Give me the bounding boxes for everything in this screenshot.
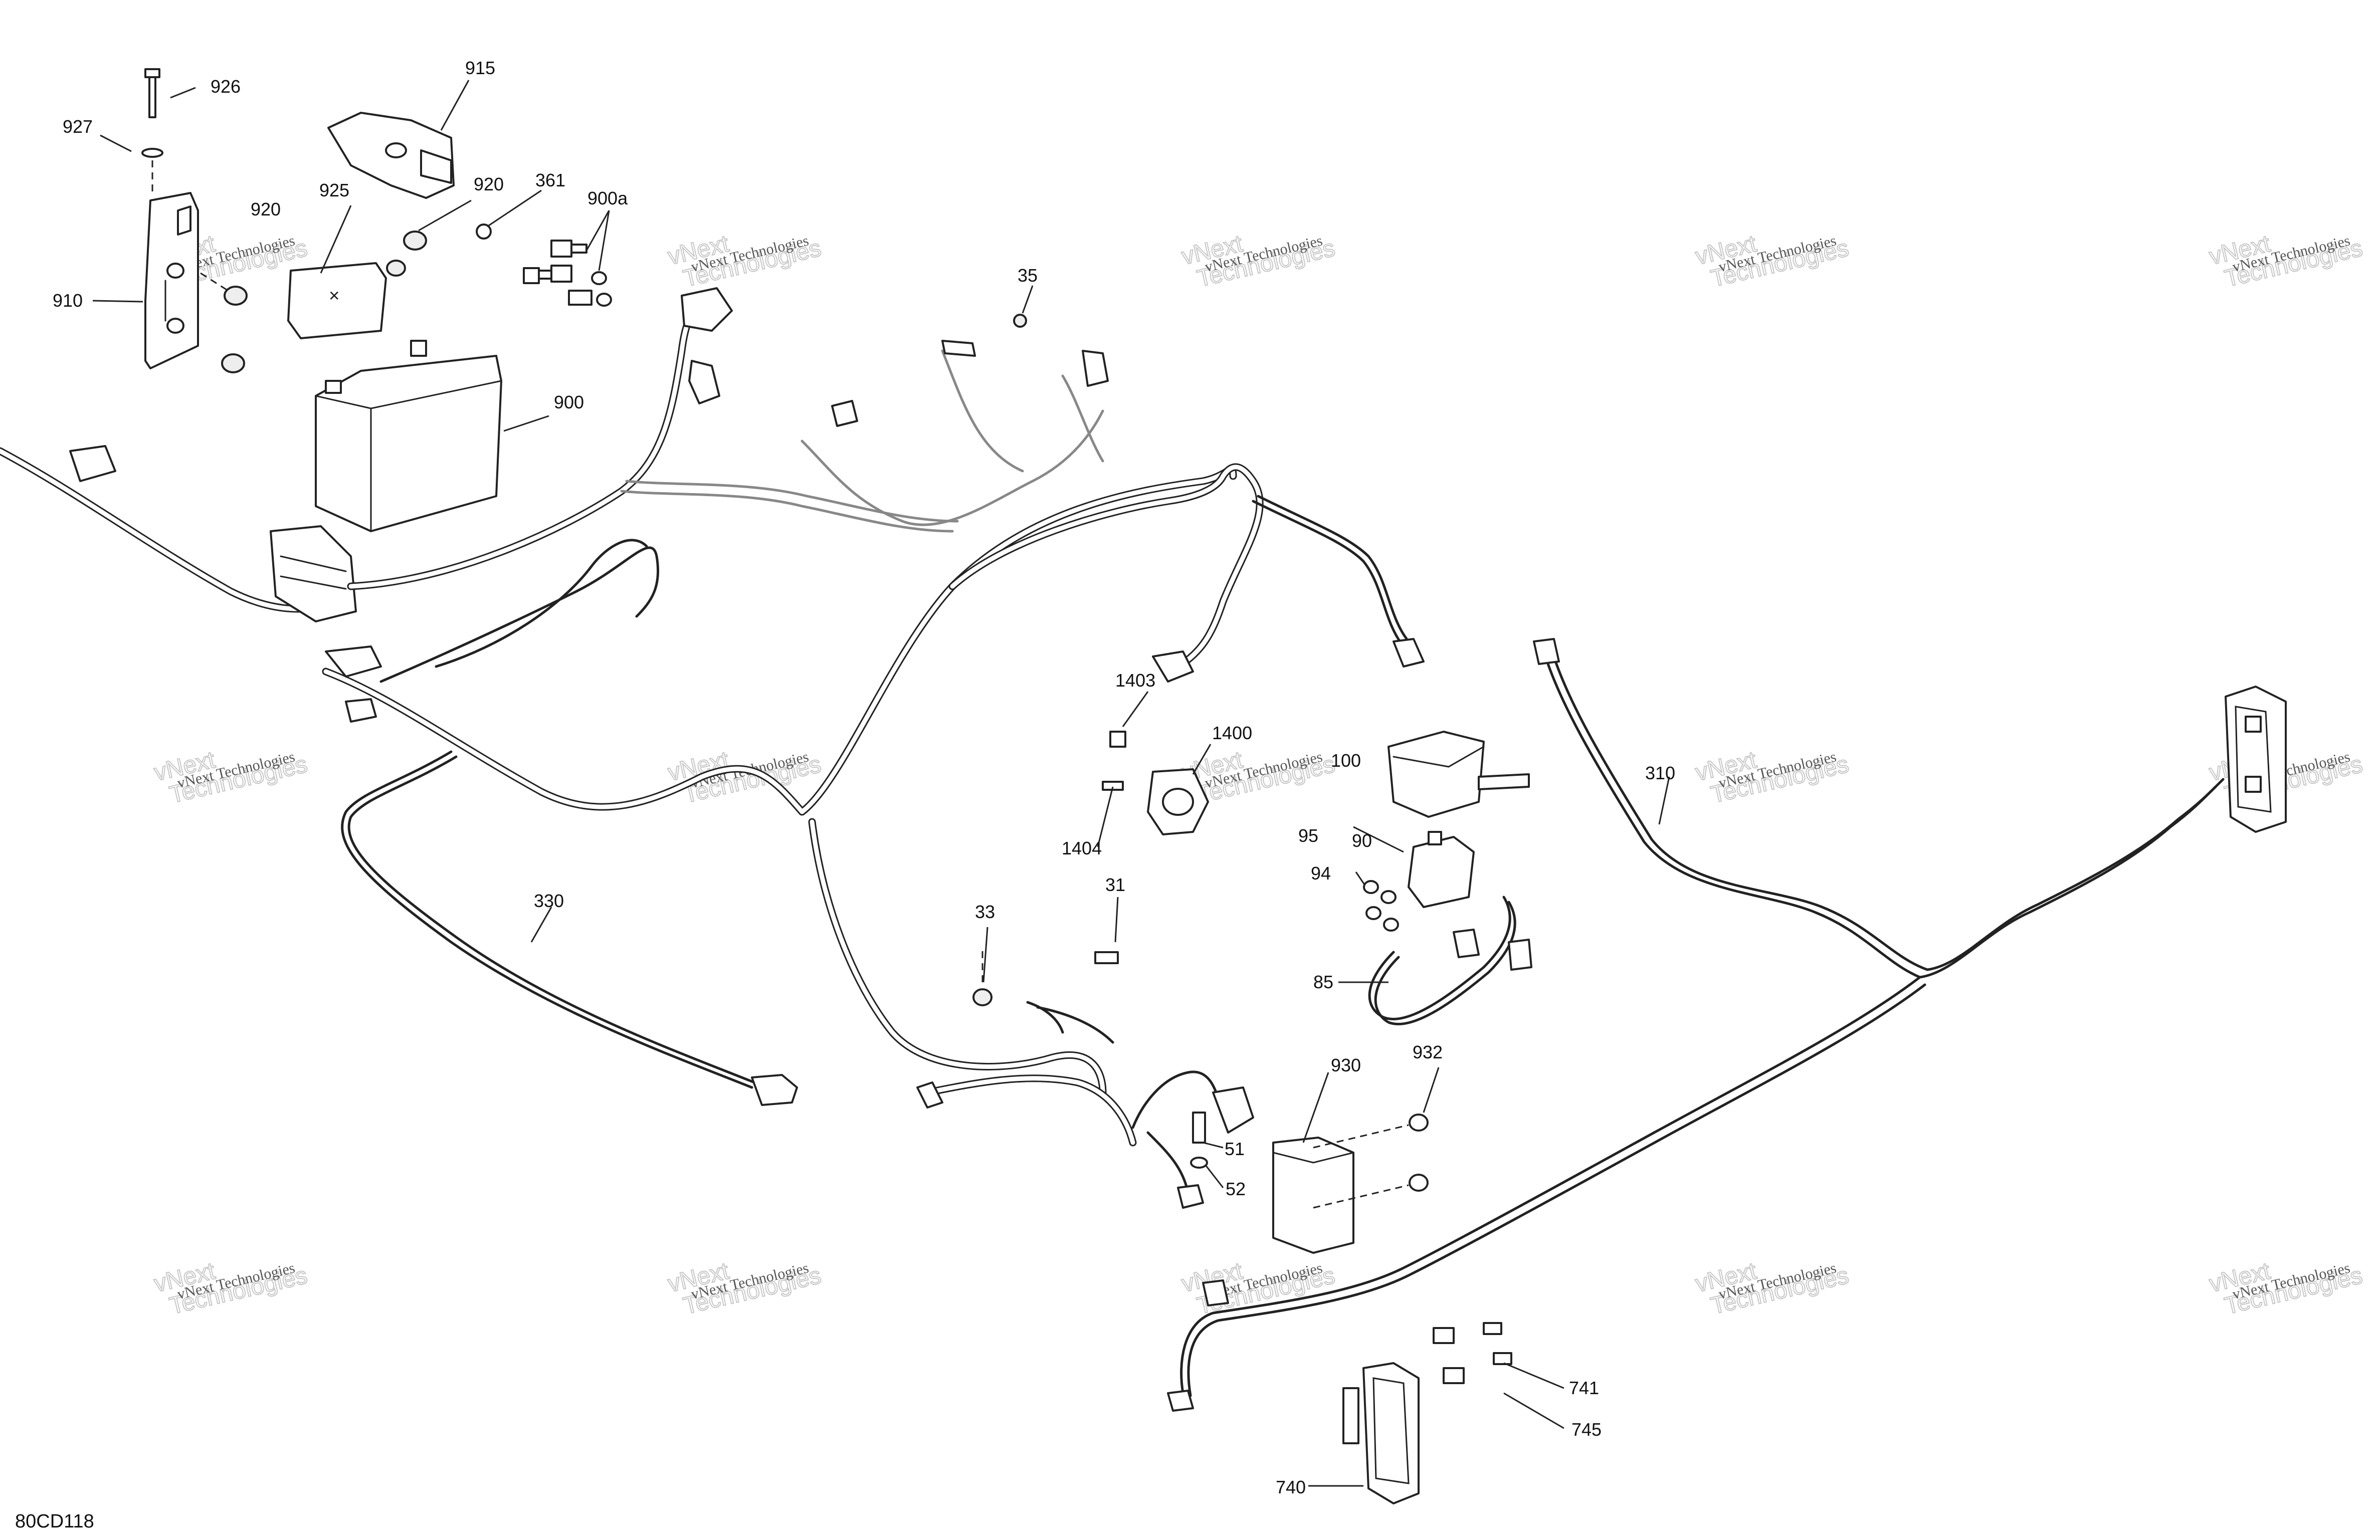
callout-920: 920 [251,199,281,219]
callout-95: 95 [1298,825,1318,846]
sensor-1400 [1102,731,1209,835]
nut-920 [386,260,406,277]
callout-927: 927 [63,116,93,137]
grommet-920 [221,353,245,373]
diagram-code: 80CD118 [15,1511,94,1532]
callout-1400: 1400 [1212,723,1252,743]
module-930 [1272,1114,1429,1254]
light-740-front [2225,686,2287,833]
bracket-910 [144,192,199,369]
callout-52: 52 [1226,1179,1246,1199]
callout-900: 900 [554,392,584,412]
relay-box-100 [1387,731,1530,818]
callout-51: 51 [1225,1139,1245,1159]
relay-90 [1408,831,1475,908]
harness-310 [1167,638,2225,1412]
callout-94: 94 [1311,863,1331,884]
fasteners-94-95 [1363,880,1399,932]
callout-932: 932 [1413,1042,1443,1062]
watermark: vNext Technologies vNext Technologies [1178,230,1338,293]
main-harness [0,287,1425,1209]
callout-930: 930 [1331,1055,1361,1075]
battery-holder-assembly: ✕ [141,68,612,532]
clamp-915 [327,112,455,199]
svg-text:✕: ✕ [328,288,340,304]
watermark: vNext Technologies vNext Technologies [665,1257,824,1320]
callout-926: 926 [211,76,241,97]
watermark: vNext Technologies vNext Technologies [151,746,310,809]
callout-labels: 926 927 915 920 920 925 361 900a 910 900… [53,58,1675,1497]
callout-900a: 900a [587,188,628,208]
nut-920 [403,231,427,251]
oring-361 [476,224,492,240]
callout-910: 910 [53,290,83,311]
callout-925: 925 [319,180,349,200]
callout-1404: 1404 [1062,838,1102,858]
bolt-51-washer-52 [1190,1112,1208,1169]
light-740-rear [1342,1322,1512,1504]
callout-33: 33 [975,902,995,922]
watermark: vNext Technologies vNext Technologies [665,230,824,293]
screw-926 [144,68,160,118]
bracket-925: ✕ [287,262,387,339]
watermark: vNext Technologies vNext Technologies [1692,230,1852,293]
callout-35: 35 [1018,265,1038,286]
callout-100: 100 [1331,750,1361,771]
callout-90: 90 [1352,830,1372,851]
callout-920: 920 [474,174,504,194]
leader-lines [92,80,1670,1487]
callout-330: 330 [534,891,564,911]
watermark: vNext Technologies vNext Technologies [2206,1257,2365,1320]
watermark: vNext Technologies vNext Technologies [2206,230,2365,293]
watermark: vNext Technologies vNext Technologies [151,1257,310,1320]
callout-361: 361 [535,170,565,190]
callout-741: 741 [1569,1378,1599,1398]
callout-915: 915 [465,58,495,78]
watermark: vNext Technologies vNext Technologies [1692,746,1852,809]
battery-900 [315,340,502,532]
grommet-920 [224,286,248,306]
callout-310: 310 [1645,763,1675,783]
callout-1403: 1403 [1115,670,1155,691]
bolt-31-nut-33 [972,314,1119,1006]
callout-745: 745 [1571,1419,1602,1440]
terminal-kit-900a [523,240,612,307]
harness-85 [1368,896,1532,1025]
callout-31: 31 [1105,874,1125,895]
watermark: vNext Technologies vNext Technologies [1692,1257,1852,1320]
washer-927 [141,148,163,158]
callout-85: 85 [1313,972,1333,992]
callout-740: 740 [1276,1477,1306,1497]
